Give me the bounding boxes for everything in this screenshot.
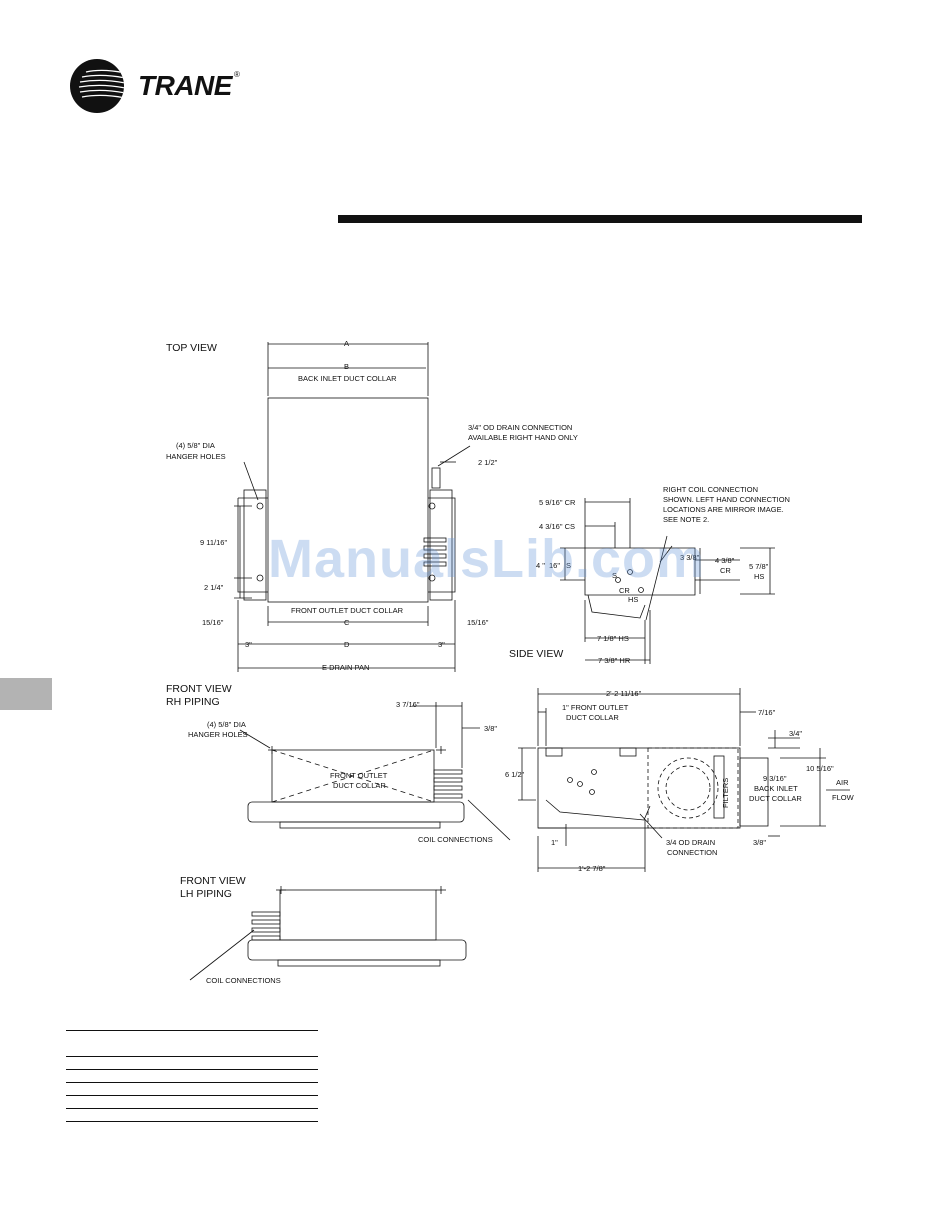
dim-15-16-right-label: 15/16": [467, 618, 489, 627]
side-note-2: SHOWN. LEFT HAND CONNECTION: [663, 495, 790, 504]
table-rule: [66, 1030, 318, 1031]
dim-7-16-label: 7/16": [758, 708, 776, 717]
front-rh-coil-label: COIL CONNECTIONS: [418, 835, 493, 844]
front-lh-title-2: LH PIPING: [180, 888, 232, 900]
detail-front-collar-1: 1" FRONT OUTLET: [562, 703, 629, 712]
hanger-holes-label-1: (4) 5/8" DIA: [176, 441, 215, 450]
hanger-holes-label-2: HANGER HOLES: [166, 452, 226, 461]
s-label: S: [566, 561, 571, 570]
table-rule: [66, 1108, 318, 1109]
dim-4-label: 4 ": [536, 561, 545, 570]
dim-2-1-4-label: 2 1/4": [204, 583, 224, 592]
dim-cr-label: 5 9/16" CR: [539, 498, 576, 507]
top-view-body: [267, 397, 429, 603]
drain-pan-label: E DRAIN PAN: [322, 663, 369, 672]
dim-a-label: A: [344, 339, 349, 348]
section-tab: [0, 678, 52, 710]
side-note-1: RIGHT COIL CONNECTION: [663, 485, 758, 494]
detail-back-collar-3: DUCT COLLAR: [749, 794, 802, 803]
table-rule: [66, 1121, 318, 1122]
watermark: ManualsLib.com: [268, 529, 706, 589]
dim-16-label: 16": [549, 561, 560, 570]
dim-10-5-16-label: 10 5/16": [806, 764, 834, 773]
front-rh-title-2: RH PIPING: [166, 696, 220, 708]
dim-b-label: B: [344, 362, 349, 371]
top-view-title: TOP VIEW: [166, 342, 217, 354]
airflow-label-2: FLOW: [832, 793, 855, 802]
dim-5-7-8-label: 5 7/8": [749, 562, 769, 571]
dim-hr-label: 7 3/8" HR: [598, 656, 631, 665]
front-rh-hanger-2: HANGER HOLES: [188, 730, 248, 739]
detail-drain-2: CONNECTION: [667, 848, 717, 857]
data-table: [66, 1028, 318, 1128]
dim-3-right-label: 3": [438, 640, 445, 649]
dim-9-11-16-label: 9 11/16": [200, 538, 227, 547]
detail-front-collar-2: DUCT COLLAR: [566, 713, 619, 722]
dim-3-8-rh-label: 3/8": [484, 724, 497, 733]
dim-2-1-2-label: 2 1/2": [478, 458, 498, 467]
dim-15-16-left-label: 15/16": [202, 618, 224, 627]
cr-label: CR: [720, 566, 731, 575]
header-rule: [338, 215, 862, 223]
cr-point-label: CR: [619, 586, 630, 595]
brand-name: TRANE: [138, 70, 232, 101]
detail-back-collar-1: 9 3/16": [763, 774, 787, 783]
front-lh-coil-label: COIL CONNECTIONS: [206, 976, 281, 985]
dim-total-label: 2'-2 11/16": [606, 689, 642, 698]
front-rh-collar-1: FRONT OUTLET: [330, 771, 388, 780]
dim-1-label: 1": [551, 838, 558, 847]
registered-mark: ®: [234, 70, 240, 79]
side-note-3: LOCATIONS ARE MIRROR IMAGE.: [663, 505, 784, 514]
dim-1-2-7-8-label: 1'-2 7/8": [578, 864, 606, 873]
table-rule: [66, 1082, 318, 1083]
detail-back-collar-2: BACK INLET: [754, 784, 798, 793]
trane-globe-icon: [70, 59, 124, 113]
filters-label: FILTERS: [721, 778, 730, 808]
dim-6-1-2-label: 6 1/2": [505, 770, 525, 779]
table-rule: [66, 1069, 318, 1070]
table-rule: [66, 1056, 318, 1057]
hs-label: HS: [754, 572, 764, 581]
front-outlet-collar-label: FRONT OUTLET DUCT COLLAR: [291, 606, 404, 615]
drain-connection-label-1: 3/4" OD DRAIN CONNECTION: [468, 423, 572, 432]
airflow-label-1: AIR: [836, 778, 849, 787]
dim-4-3-8-label: 4 3/8": [715, 556, 735, 565]
dim-d-label: D: [344, 640, 350, 649]
dim-hs-label: 7 1/8" HS: [597, 634, 629, 643]
dim-3-7-16-label: 3 7/16": [396, 700, 420, 709]
side-view-title: SIDE VIEW: [509, 648, 563, 660]
side-note-4: SEE NOTE 2.: [663, 515, 709, 524]
s-point-label: S: [612, 571, 617, 580]
dimension-drawing: TOP VIEW A B BACK INLET DUCT COLLAR (4) …: [166, 339, 855, 985]
table-rule: [66, 1095, 318, 1096]
drain-connection-label-2: AVAILABLE RIGHT HAND ONLY: [468, 433, 578, 442]
hs-point-label: HS: [628, 595, 638, 604]
front-lh-title-1: FRONT VIEW: [180, 875, 246, 887]
dim-3-8-detail-label: 3/8": [753, 838, 766, 847]
front-rh-hanger-1: (4) 5/8" DIA: [207, 720, 246, 729]
dim-3-3-8-label: 3 3/8": [680, 553, 700, 562]
back-inlet-collar-label: BACK INLET DUCT COLLAR: [298, 374, 397, 383]
detail-drain-1: 3/4 OD DRAIN: [666, 838, 715, 847]
dim-3-4-label: 3/4": [789, 729, 802, 738]
front-rh-title-1: FRONT VIEW: [166, 683, 232, 695]
front-rh-collar-2: DUCT COLLAR: [333, 781, 386, 790]
dim-c-label: C: [344, 618, 350, 627]
trane-logo: TRANE ®: [70, 58, 250, 114]
dim-3-left-label: 3": [245, 640, 252, 649]
dim-cs-label: 4 3/16" CS: [539, 522, 575, 531]
